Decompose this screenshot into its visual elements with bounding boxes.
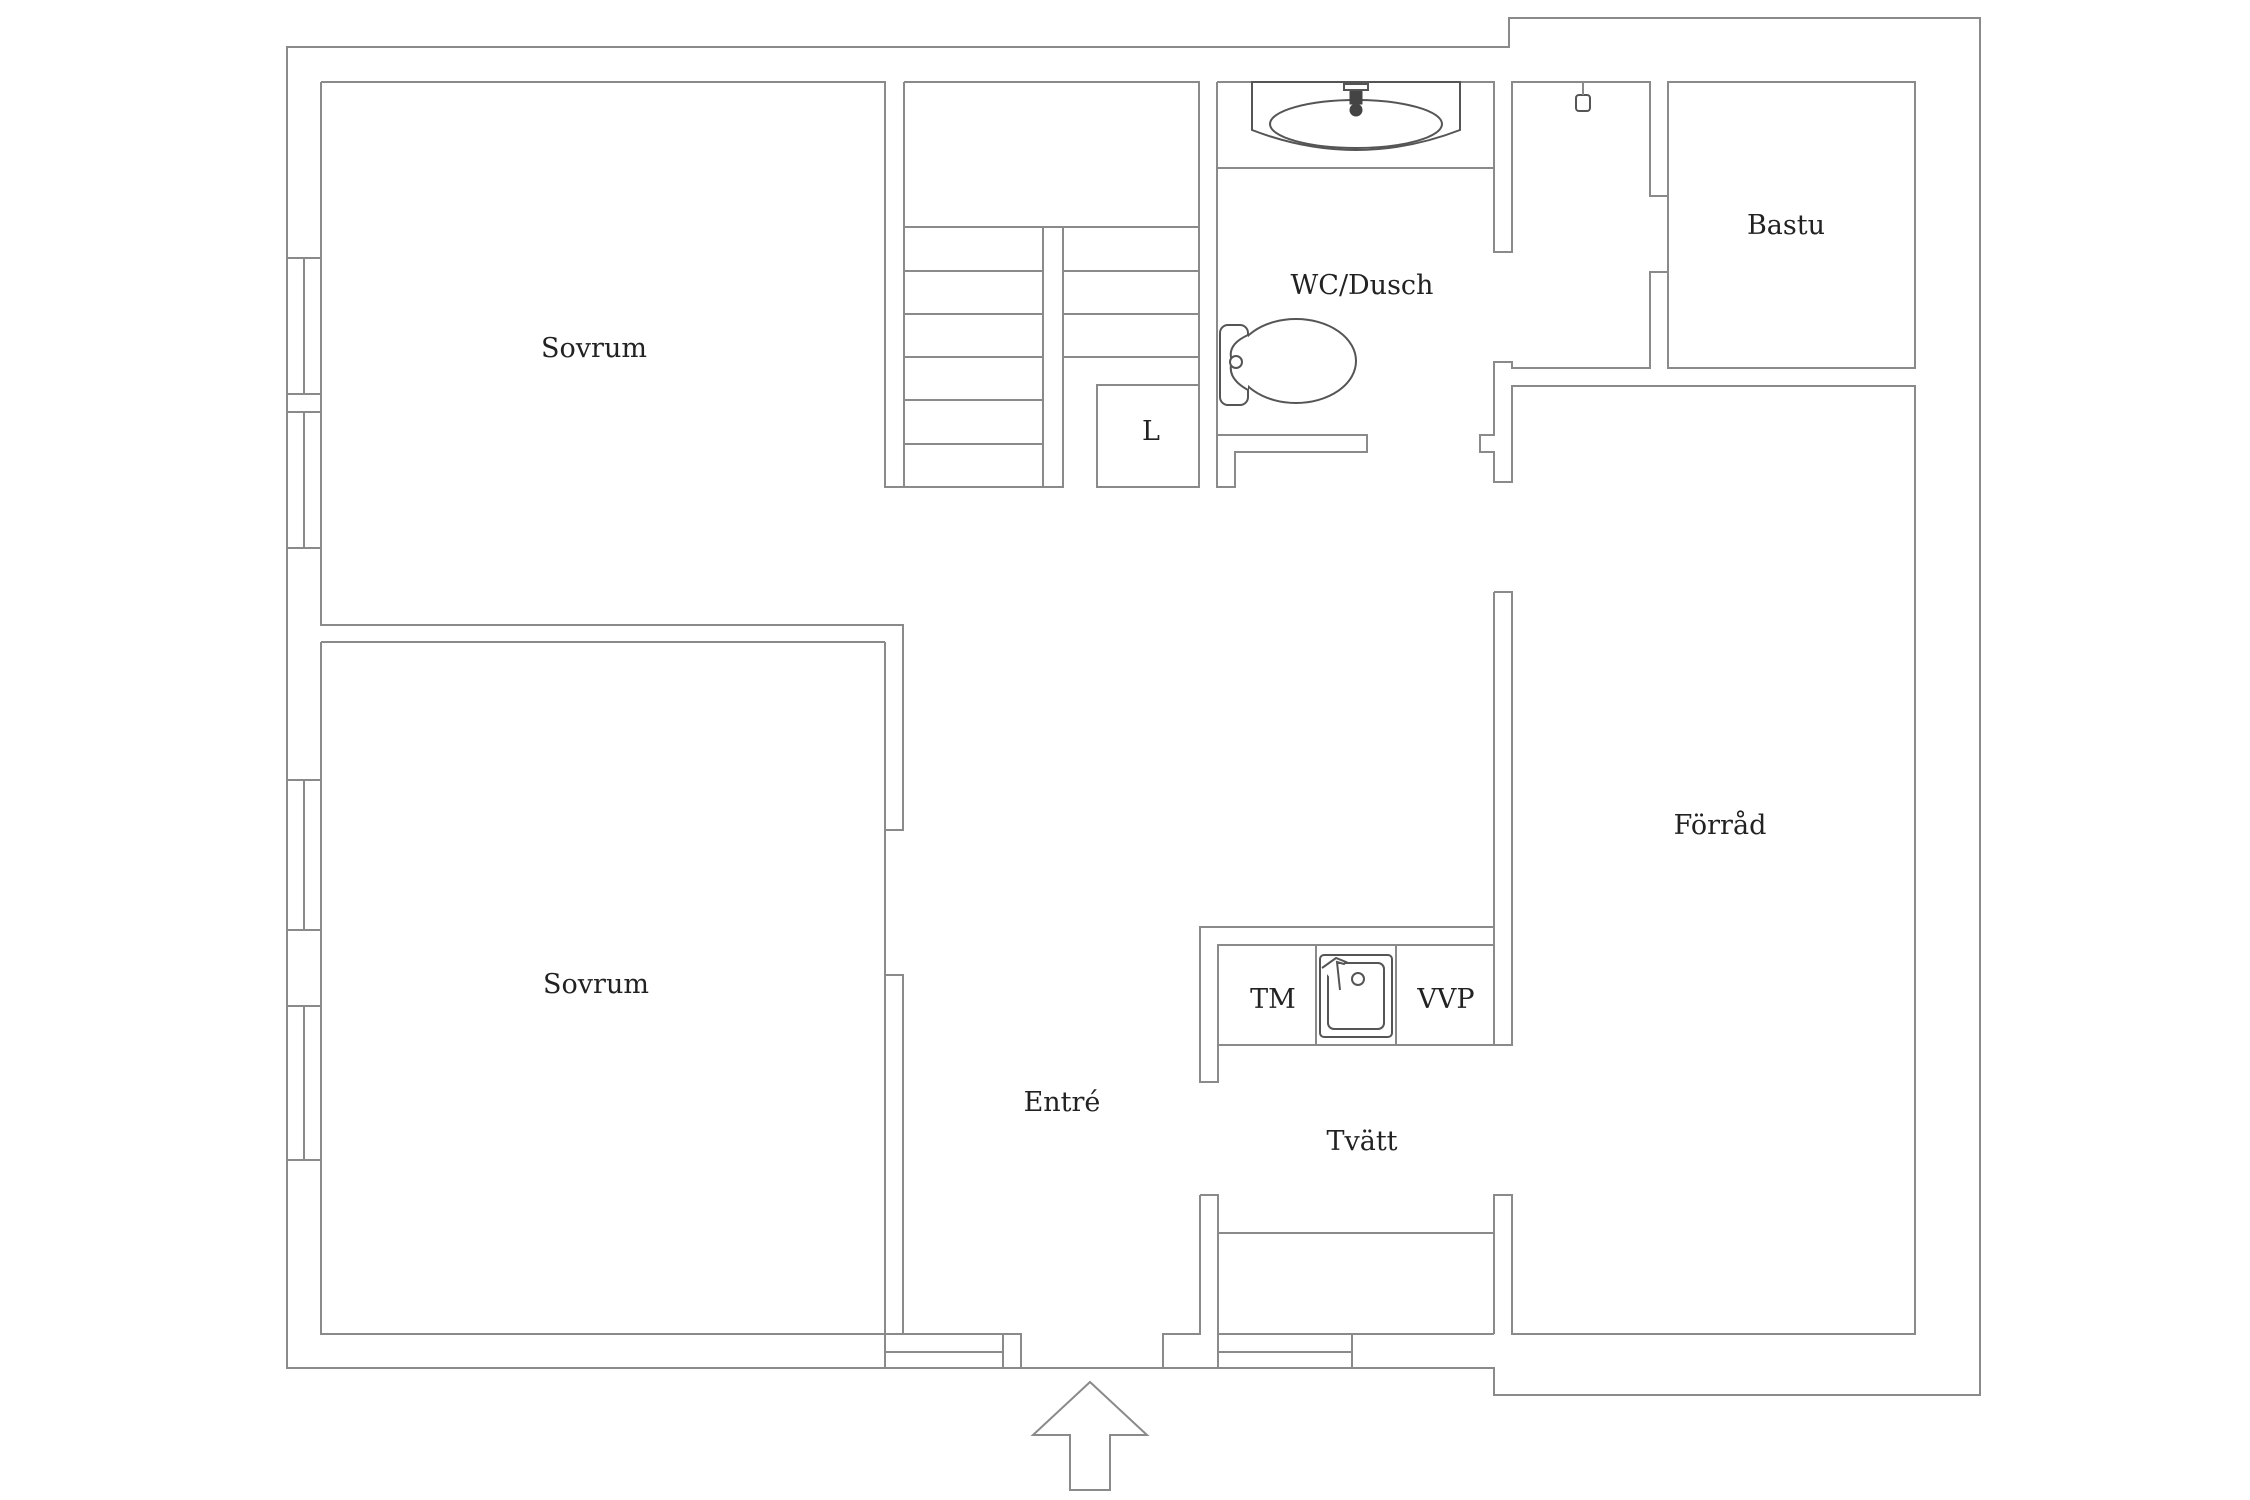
storage-room <box>1493 385 1916 1335</box>
wash-basin-icon <box>1251 81 1461 151</box>
laundry-partition <box>1162 1194 1494 1368</box>
exterior-wall <box>286 17 1981 1396</box>
label-wc-shower: WC/Dusch <box>1291 270 1434 301</box>
laundry-sink-icon <box>1319 954 1393 1038</box>
arrow-up-icon <box>1030 1380 1150 1491</box>
window-left-2 <box>286 779 322 1161</box>
label-laundry: Tvätt <box>1326 1126 1397 1157</box>
label-heat-pump: VVP <box>1416 984 1474 1015</box>
laundry-counter <box>1199 926 1495 1083</box>
shower-head-icon <box>1575 82 1591 112</box>
sauna-room <box>1667 81 1916 369</box>
label-sauna: Bastu <box>1747 210 1825 241</box>
linen-closet-room <box>1096 384 1200 488</box>
label-bedroom-bottom: Sovrum <box>543 969 649 1000</box>
label-entrance: Entré <box>1024 1087 1101 1118</box>
bedroom-top-room <box>320 81 904 831</box>
toilet-icon <box>1219 318 1357 406</box>
corridor-wall <box>884 974 904 1334</box>
label-dryer: TM <box>1250 984 1296 1015</box>
window-left-1 <box>286 257 322 549</box>
wc-shower-room <box>1216 81 1916 488</box>
label-linen: L <box>1142 416 1160 447</box>
entrance-door <box>884 1333 1353 1369</box>
label-bedroom-top: Sovrum <box>541 333 647 364</box>
label-storage: Förråd <box>1674 809 1767 841</box>
